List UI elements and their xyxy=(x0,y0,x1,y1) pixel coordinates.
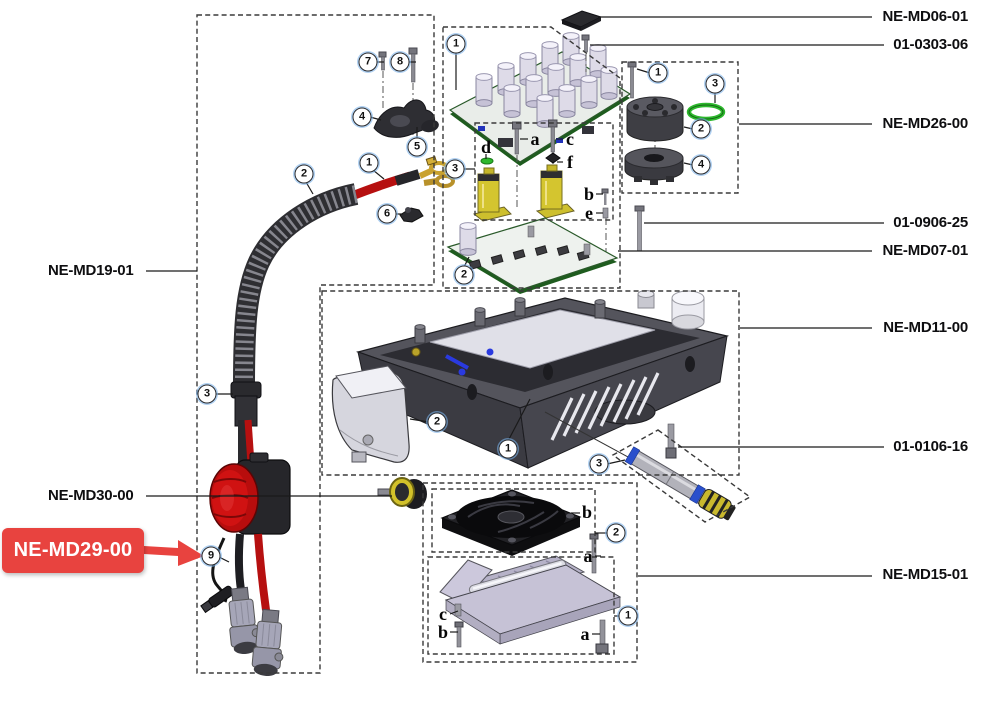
letter-b-heatsink: b xyxy=(437,622,449,642)
letter-d: d xyxy=(480,137,492,157)
motor-group-box xyxy=(621,61,739,194)
callout-2-cable: 2 xyxy=(294,164,314,184)
callout-2-body: 2 xyxy=(427,412,447,432)
callout-3-pcb: 3 xyxy=(445,159,465,179)
letter-a-heatsink: a xyxy=(580,624,590,644)
letter-a-contactor: a xyxy=(530,129,540,149)
part-label-01-0303-06[interactable]: 01-0303-06 xyxy=(893,36,968,53)
group-boxes xyxy=(196,14,752,674)
letter-b-fan: b xyxy=(581,502,593,522)
callout-1-cooling: 1 xyxy=(618,606,638,626)
motor-head-illustration xyxy=(624,61,726,185)
heatsink-group-box xyxy=(427,556,615,655)
control-board-illustration xyxy=(446,217,619,294)
heatsink-illustration xyxy=(439,555,622,654)
highlight-arrow xyxy=(144,540,204,566)
cable-group-box xyxy=(196,14,435,674)
callout-6: 6 xyxy=(377,204,397,224)
part-label-ne-md06-01[interactable]: NE-MD06-01 xyxy=(882,8,968,25)
part-label-ne-md07-01[interactable]: NE-MD07-01 xyxy=(882,242,968,259)
letter-c-heatsink: c xyxy=(439,604,447,624)
part-label-ne-md11-00[interactable]: NE-MD11-00 xyxy=(883,319,968,336)
contactor-group-box xyxy=(474,122,614,221)
chassis-illustration xyxy=(355,290,730,471)
callout-1-cable: 1 xyxy=(359,153,379,173)
callout-3-cable: 3 xyxy=(197,384,217,404)
callout-3-motor: 3 xyxy=(705,74,725,94)
power-board-illustration xyxy=(448,32,632,166)
callout-1-body: 1 xyxy=(498,439,518,459)
shaft-group-box xyxy=(611,429,752,523)
callout-3-body: 3 xyxy=(589,454,609,474)
fan-illustration xyxy=(440,489,599,574)
callout-1-pcb: 1 xyxy=(446,34,466,54)
letter-b-contactor: b xyxy=(583,184,595,204)
callout-4: 4 xyxy=(352,107,372,127)
letter-a-fan: a xyxy=(583,546,593,566)
leader-lines xyxy=(146,16,884,635)
part-label-ne-md19-01[interactable]: NE-MD19-01 xyxy=(48,262,134,279)
shaft-illustration xyxy=(624,446,736,521)
cable-hardware-illustration xyxy=(373,47,439,223)
highlighted-part-label-ne-md29-00[interactable]: NE-MD29-00 xyxy=(2,528,144,573)
callout-1-motor: 1 xyxy=(648,63,668,83)
letter-c-contactor: c xyxy=(566,129,574,149)
power-cable-illustration xyxy=(200,155,455,678)
callout-5: 5 xyxy=(407,137,427,157)
plug-connector-illustration xyxy=(377,477,427,509)
part-label-ne-md15-01[interactable]: NE-MD15-01 xyxy=(882,566,968,583)
callout-4-motor: 4 xyxy=(691,155,711,175)
letter-f: f xyxy=(567,152,573,172)
part-label-01-0906-25[interactable]: 01-0906-25 xyxy=(893,214,968,231)
letter-e: e xyxy=(585,203,593,223)
pin-illustration xyxy=(634,205,645,252)
part-label-ne-md30-00[interactable]: NE-MD30-00 xyxy=(48,487,134,504)
pcb-group-box xyxy=(442,26,621,289)
body-group-box xyxy=(321,290,740,476)
cover-illustration xyxy=(331,365,410,463)
screw-illustration xyxy=(665,423,677,459)
cooling-group-box xyxy=(422,482,638,663)
part-label-ne-md26-00[interactable]: NE-MD26-00 xyxy=(882,115,968,132)
sensor-pad-illustration xyxy=(560,10,603,72)
callout-9: 9 xyxy=(201,546,221,566)
callout-8: 8 xyxy=(390,52,410,72)
callout-2-pcb: 2 xyxy=(454,265,474,285)
callout-2-motor: 2 xyxy=(691,119,711,139)
fan-group-box xyxy=(431,488,596,553)
contactor-illustration xyxy=(473,119,609,262)
callout-2-cooling: 2 xyxy=(606,523,626,543)
callout-7: 7 xyxy=(358,52,378,72)
part-label-01-0106-16[interactable]: 01-0106-16 xyxy=(893,438,968,455)
